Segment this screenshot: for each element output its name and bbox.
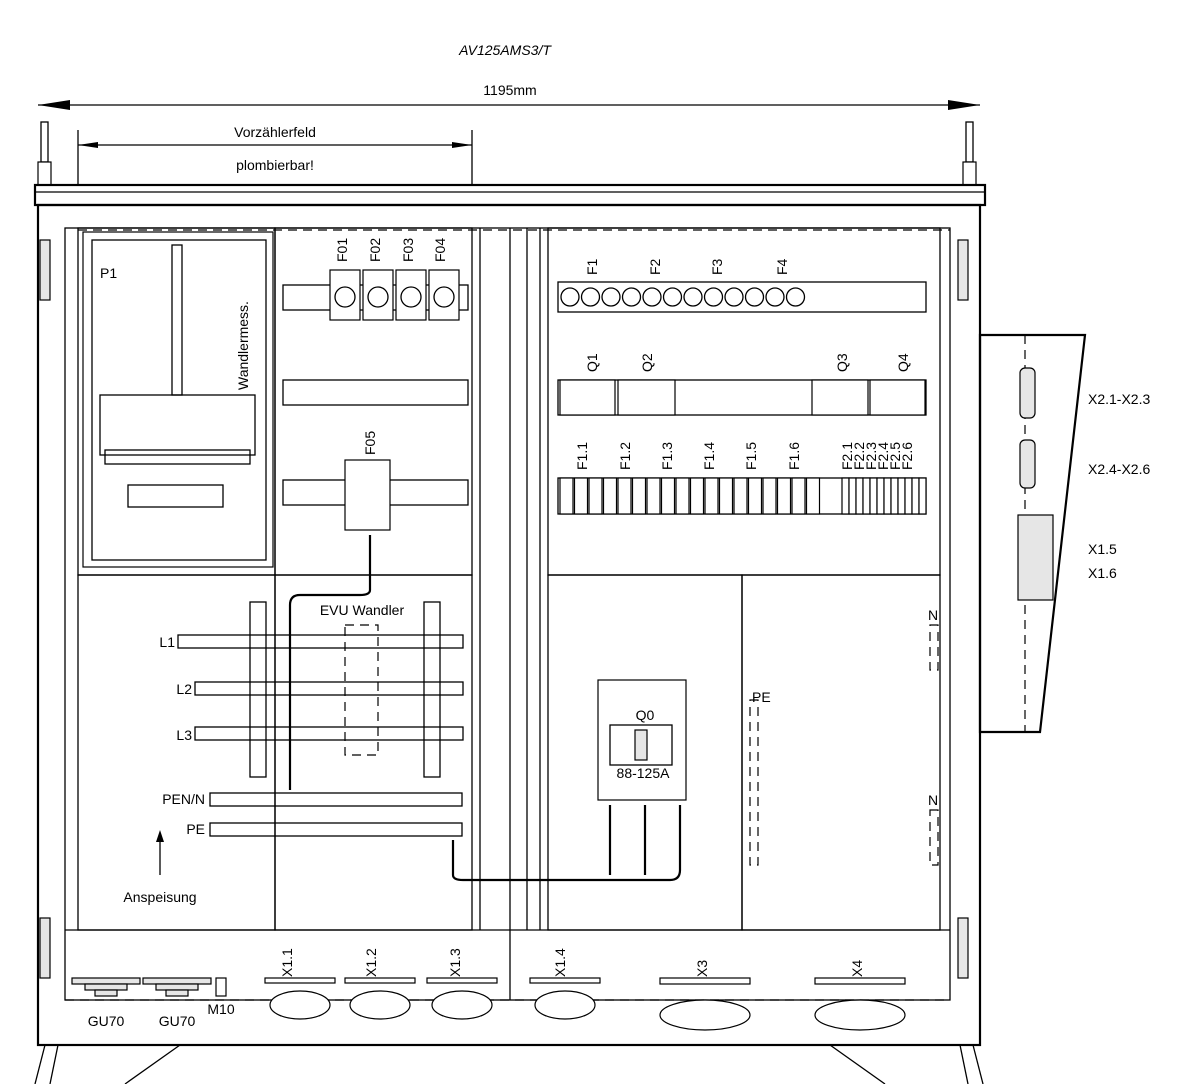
- evu-transformer-label: EVU Wandler: [320, 602, 405, 618]
- bottom-socket-label: X4: [849, 960, 865, 977]
- breaker-f1-label: F1.6: [786, 442, 802, 470]
- fuse-rail-label: F3: [709, 258, 725, 275]
- fuse-label-f02: F02: [367, 238, 383, 262]
- hinges: [39, 239, 969, 979]
- cable-glands: [71, 977, 227, 997]
- arrow-right-icon: [948, 100, 980, 110]
- surge-protector: [344, 459, 391, 531]
- pe-rail-label: PE: [752, 689, 771, 705]
- switch-label: Q3: [834, 353, 850, 372]
- bottom-sockets: [264, 977, 906, 1031]
- breaker-f1-label: F1.5: [743, 442, 759, 470]
- meter-label: Wandlermess.: [235, 301, 251, 390]
- breaker-f2-label: F2.3: [863, 442, 879, 470]
- feed-label: Anspeisung: [123, 889, 196, 905]
- pe-label: PE: [186, 821, 205, 837]
- main-breaker-rating: 88-125A: [617, 765, 671, 781]
- breaker-f2-label: F2.4: [875, 442, 891, 470]
- phase-l1-label: L1: [159, 634, 175, 650]
- busbar-system: [156, 535, 682, 882]
- lifting-eye-left: [37, 121, 52, 186]
- fuse-rail-label: F2: [647, 258, 663, 275]
- switch-label: Q4: [895, 353, 911, 372]
- meter-id: P1: [100, 265, 117, 281]
- breaker-f2-label: F2.1: [839, 442, 855, 470]
- bottom-socket-label: X1.1: [279, 948, 295, 977]
- gland-gu70-2: GU70: [159, 1013, 196, 1029]
- breaker-f2-label: F2.5: [887, 442, 903, 470]
- bottom-socket-label: X3: [694, 960, 710, 977]
- phase-l2-label: L2: [176, 681, 192, 697]
- side-socket-label-4: X1.6: [1088, 565, 1117, 581]
- side-socket-label-3: X1.5: [1088, 541, 1117, 557]
- socket-x2-1: [1019, 367, 1036, 419]
- n-rail-top: [929, 624, 939, 671]
- fuse-rail-label: F1: [584, 258, 600, 275]
- breaker-f2-label: F2.6: [899, 442, 915, 470]
- bottom-socket-label: X1.4: [552, 948, 568, 977]
- side-socket-label-1: X2.1-X2.3: [1088, 391, 1150, 407]
- switch-label: Q1: [584, 353, 600, 372]
- pre-meter-field-note: plombierbar!: [236, 157, 314, 173]
- breaker-f1-label: F1.3: [659, 442, 675, 470]
- width-dimension: 1195mm: [483, 82, 536, 98]
- n-rail-bottom: [929, 809, 939, 866]
- panel-grid: [65, 227, 950, 1001]
- n-rail-top-label: N: [928, 607, 938, 623]
- socket-x2-4: [1019, 439, 1036, 489]
- pre-meter-field-label: Vorzählerfeld: [234, 124, 316, 140]
- n-rail-bottom-label: N: [928, 792, 938, 808]
- cabinet-legs: [34, 1044, 984, 1084]
- breaker-f1-label: F1.2: [617, 442, 633, 470]
- side-socket-box: [978, 333, 1087, 734]
- bottom-socket-label: X1.3: [447, 948, 463, 977]
- cabinet-roof: [33, 183, 987, 207]
- drawing-title: AV125AMS3/T: [458, 42, 552, 58]
- lifting-eye-right: [962, 121, 977, 186]
- fuse-label-f01: F01: [334, 238, 350, 262]
- socket-x1-5: [1017, 514, 1054, 601]
- fuse-label-f03: F03: [400, 238, 416, 262]
- arrow-left-icon: [38, 100, 70, 110]
- surge-protector-label: F05: [362, 431, 378, 455]
- main-breaker-id: Q0: [636, 707, 655, 723]
- side-socket-label-2: X2.4-X2.6: [1088, 461, 1150, 477]
- meter-p1: [82, 231, 274, 568]
- fuse-rail-label: F4: [774, 258, 790, 275]
- breaker-f1-label: F1.1: [574, 442, 590, 470]
- bottom-socket-label: X1.2: [363, 948, 379, 977]
- pe-rail: [749, 699, 759, 866]
- phase-l3-label: L3: [176, 727, 192, 743]
- gland-m10: M10: [207, 1001, 234, 1017]
- switch-label: Q2: [639, 353, 655, 372]
- main-breaker-q0: [597, 679, 687, 801]
- fuse-bodies: [329, 269, 927, 515]
- fuse-label-f04: F04: [432, 238, 448, 262]
- gland-gu70-1: GU70: [88, 1013, 125, 1029]
- breaker-f2-label: F2.2: [851, 442, 867, 470]
- breaker-f1-label: F1.4: [701, 442, 717, 470]
- pen-label: PEN/N: [162, 791, 205, 807]
